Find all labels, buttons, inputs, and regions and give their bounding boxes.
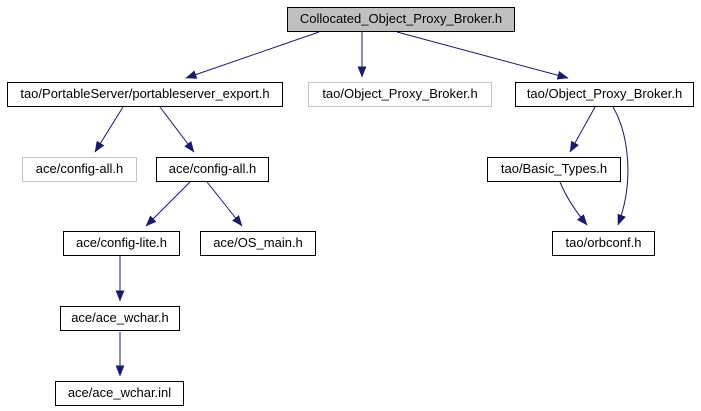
node-ace-wchar-inl[interactable]: ace/ace_wchar.inl	[55, 381, 184, 406]
node-os-main-h[interactable]: ace/OS_main.h	[200, 231, 316, 256]
edge-portableserver-config-all	[159, 106, 195, 153]
node-portableserver-export-h[interactable]: tao/PortableServer/portableserver_export…	[7, 82, 283, 107]
node-collocated-object-proxy-broker-h: Collocated_Object_Proxy_Broker.h	[287, 7, 515, 32]
node-object-proxy-broker-h-ref: tao/Object_Proxy_Broker.h	[308, 82, 492, 107]
edge-object-proxy-broker-orbconf	[612, 106, 629, 226]
edge-config-all-config-lite	[145, 181, 191, 227]
node-config-lite-h[interactable]: ace/config-lite.h	[63, 231, 180, 256]
edge-portableserver-config-all-ref	[94, 106, 124, 153]
node-config-all-h[interactable]: ace/config-all.h	[156, 157, 269, 182]
node-object-proxy-broker-h[interactable]: tao/Object_Proxy_Broker.h	[515, 82, 694, 107]
edge-root-portableserver-export	[185, 31, 320, 79]
edge-basic-types-orbconf	[559, 181, 588, 226]
edge-object-proxy-broker-basic-types	[569, 106, 596, 153]
node-orbconf-h[interactable]: tao/orbconf.h	[552, 231, 655, 256]
edge-config-all-os-main	[206, 181, 243, 227]
edge-root-object-proxy-broker	[396, 31, 569, 80]
node-basic-types-h[interactable]: tao/Basic_Types.h	[487, 157, 621, 182]
node-config-all-h-ref: ace/config-all.h	[22, 157, 137, 182]
node-ace-wchar-h[interactable]: ace/ace_wchar.h	[60, 306, 180, 331]
